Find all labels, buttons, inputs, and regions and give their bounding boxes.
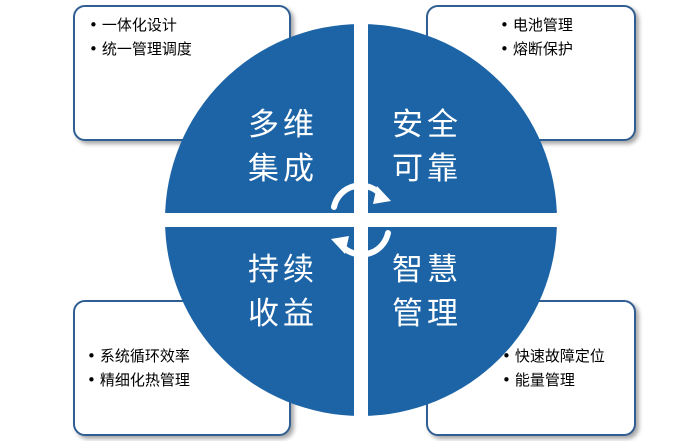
- list-item: 系统循环效率: [87, 344, 190, 368]
- list-item: 快速故障定位: [502, 344, 605, 368]
- list-item: 能量管理: [502, 368, 605, 392]
- cycle-arrows-icon: [331, 182, 391, 258]
- quadrant-label-top-right: 安全 可靠: [392, 107, 462, 187]
- feature-list: 快速故障定位 能量管理: [502, 344, 605, 392]
- list-item: 统一管理调度: [89, 37, 192, 61]
- feature-list: 电池管理 熔断保护: [500, 13, 573, 61]
- list-item: 电池管理: [500, 13, 573, 37]
- quadrant-label-bottom-right: 智慧 管理: [392, 252, 462, 332]
- quadrant-label-bottom-left: 持续 收益: [248, 252, 318, 332]
- quadrant-label-top-left: 多维 集成: [248, 107, 318, 187]
- list-item: 精细化热管理: [87, 368, 190, 392]
- list-item: 一体化设计: [89, 13, 192, 37]
- feature-list: 一体化设计 统一管理调度: [89, 13, 192, 61]
- list-item: 熔断保护: [500, 37, 573, 61]
- feature-list: 系统循环效率 精细化热管理: [87, 344, 190, 392]
